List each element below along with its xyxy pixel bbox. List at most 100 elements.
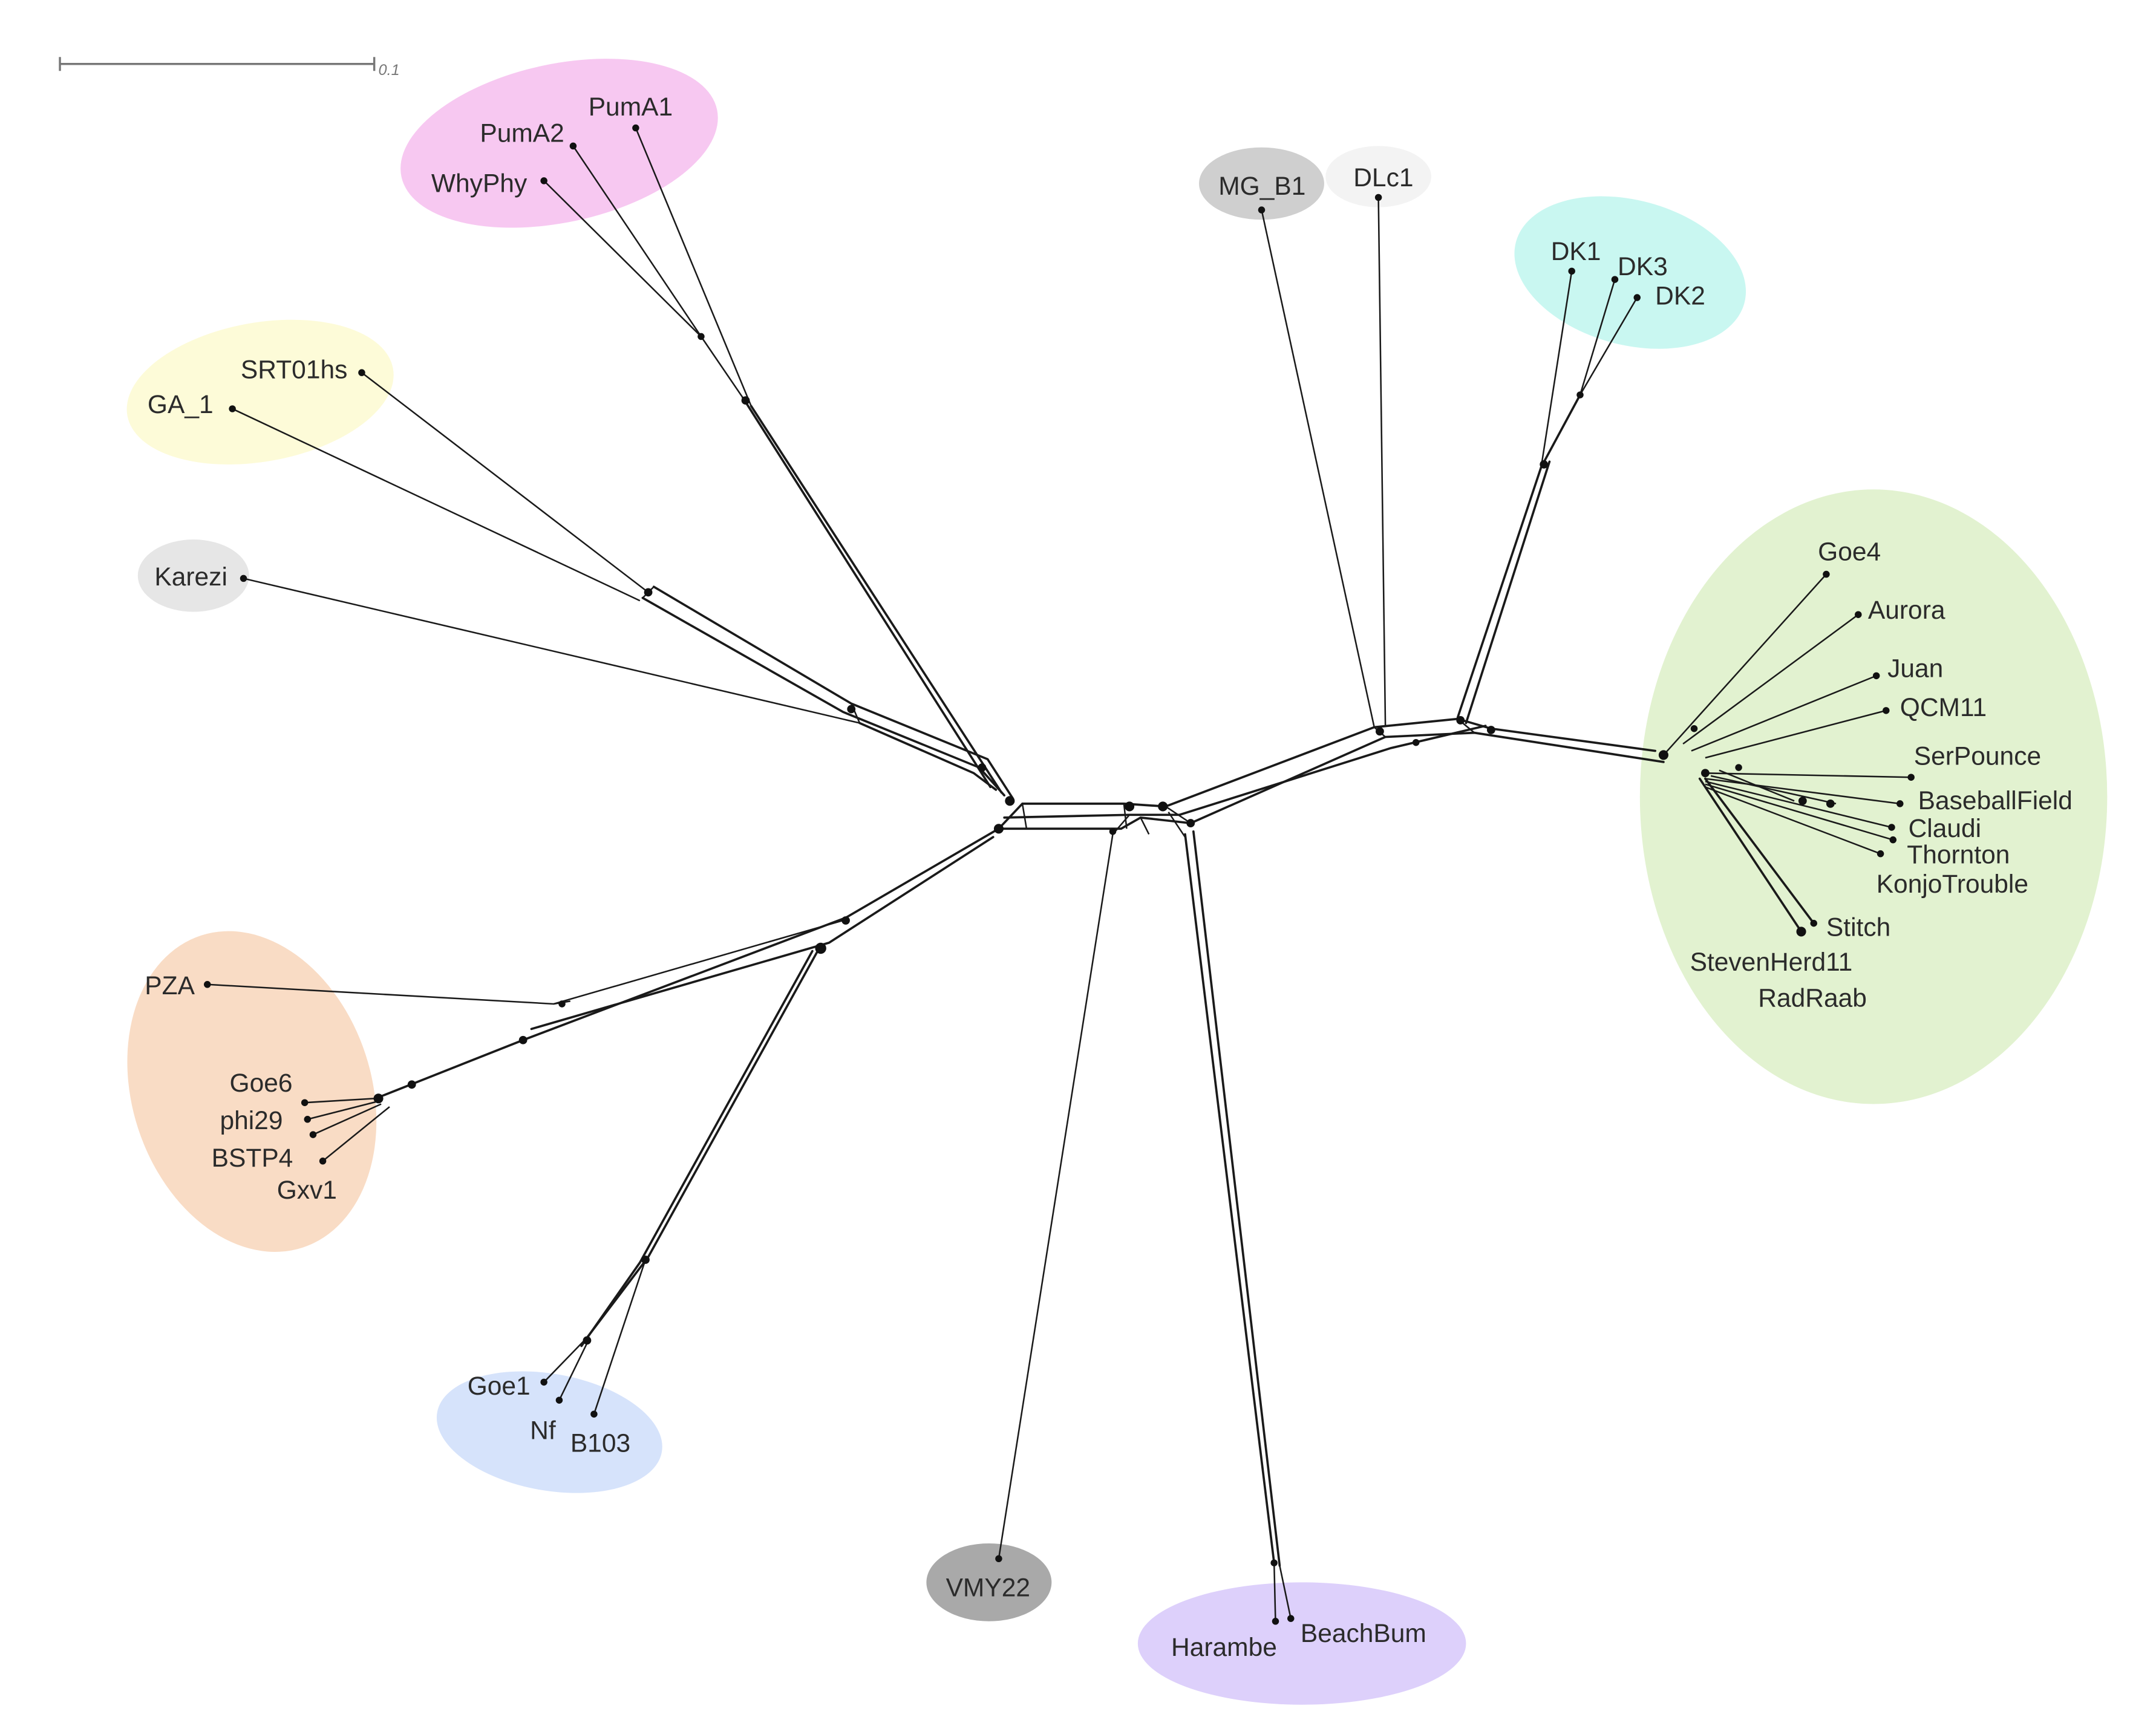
tip-node xyxy=(1272,1618,1279,1625)
tip-node xyxy=(301,1099,309,1106)
tip-node xyxy=(1810,919,1817,927)
cluster-green xyxy=(1639,489,2108,1104)
taxon-label-harambe: Harambe xyxy=(1171,1633,1277,1662)
tip-node xyxy=(1855,611,1862,618)
taxon-label-baseballfield: BaseballField xyxy=(1918,786,2073,815)
internal-node xyxy=(644,588,653,597)
tip-node xyxy=(1796,927,1806,937)
cluster-vmy22 xyxy=(926,1543,1052,1621)
scale-bar-label: 0.1 xyxy=(379,62,400,79)
taxon-label-pza: PZA xyxy=(145,971,195,1000)
clade-green xyxy=(1662,573,1912,933)
taxon-label-b103: B103 xyxy=(570,1428,630,1458)
taxon-label-phi29: phi29 xyxy=(220,1106,283,1135)
tip-node xyxy=(319,1158,327,1165)
tip-node xyxy=(1823,570,1830,578)
internal-node xyxy=(1412,738,1420,746)
internal-node xyxy=(1005,796,1015,806)
internal-node xyxy=(1690,725,1698,732)
node-markers xyxy=(204,124,1915,1625)
tip-node xyxy=(240,575,247,582)
taxon-label-puma1: PumA1 xyxy=(589,93,673,122)
cluster-mgb1 xyxy=(1199,147,1324,220)
internal-node xyxy=(1735,764,1742,771)
internal-node xyxy=(407,1080,416,1089)
cluster-orange xyxy=(127,931,377,1252)
internal-node xyxy=(1270,1559,1278,1566)
clade-bottom xyxy=(998,830,1292,1621)
taxon-label-qcm11: QCM11 xyxy=(1900,693,1987,722)
taxon-label-ga1: GA_1 xyxy=(148,390,214,419)
cluster-purple xyxy=(1137,1582,1466,1705)
taxon-label-whyphy: WhyPhy xyxy=(431,169,528,198)
tip-node xyxy=(540,1378,547,1386)
clade-top-center xyxy=(1261,197,1387,728)
tip-node xyxy=(1896,800,1904,807)
taxon-label-aurora: Aurora xyxy=(1868,596,1945,625)
tip-node xyxy=(1258,206,1266,213)
internal-node xyxy=(1109,828,1117,835)
internal-node xyxy=(815,942,826,954)
taxon-labels: PumA1 PumA2 WhyPhy SRT01hs GA_1 Karezi M… xyxy=(145,93,2073,1662)
tip-node xyxy=(590,1410,598,1418)
taxon-label-juan: Juan xyxy=(1887,654,1943,683)
tip-node xyxy=(1611,276,1619,283)
tip-node xyxy=(632,124,639,132)
tip-node xyxy=(555,1396,563,1404)
tip-node xyxy=(995,1555,1002,1563)
taxon-label-puma2: PumA2 xyxy=(480,119,564,148)
internal-node xyxy=(1798,796,1807,806)
taxon-label-stitch: Stitch xyxy=(1826,913,1890,942)
tip-node xyxy=(540,177,547,184)
tip-node xyxy=(1287,1615,1295,1622)
tip-node xyxy=(358,369,365,376)
internal-node xyxy=(993,824,1004,834)
internal-node xyxy=(841,916,850,925)
internal-node xyxy=(741,396,750,405)
tip-node xyxy=(569,142,577,150)
taxon-label-bstp4: BSTP4 xyxy=(212,1144,293,1173)
internal-node xyxy=(1125,801,1135,812)
taxon-label-dlc1: DLc1 xyxy=(1353,163,1413,192)
internal-node xyxy=(1486,726,1495,734)
internal-node xyxy=(518,1035,528,1044)
cluster-dlc1 xyxy=(1325,146,1431,207)
internal-node xyxy=(1158,801,1168,812)
internal-node xyxy=(1576,391,1584,399)
tip-node xyxy=(1374,194,1382,201)
taxon-label-claudi: Claudi xyxy=(1909,814,1982,843)
tip-node xyxy=(1872,672,1880,680)
cluster-yellow xyxy=(126,319,394,464)
taxon-label-gxv1: Gxv1 xyxy=(277,1176,337,1205)
cluster-cyan xyxy=(1514,196,1746,349)
taxon-label-radraab: RadRaab xyxy=(1758,984,1867,1013)
taxon-label-dk2: DK2 xyxy=(1655,282,1705,311)
internal-node xyxy=(558,1000,566,1008)
internal-node xyxy=(1826,799,1835,808)
taxon-label-konjotrouble: KonjoTrouble xyxy=(1877,870,2028,899)
taxon-label-dk1: DK1 xyxy=(1551,237,1601,266)
tip-node xyxy=(229,405,236,412)
internal-node xyxy=(697,333,705,340)
tip-node xyxy=(1907,774,1915,781)
internal-node xyxy=(373,1093,384,1104)
network-core xyxy=(998,717,1665,838)
taxon-label-mgb1: MG_B1 xyxy=(1218,172,1305,201)
tip-node xyxy=(304,1116,312,1123)
internal-node xyxy=(1658,750,1668,760)
tip-node xyxy=(1568,267,1575,275)
tip-node xyxy=(309,1131,317,1138)
cluster-pink xyxy=(400,59,718,228)
internal-node xyxy=(978,763,987,772)
internal-node xyxy=(583,1336,592,1345)
internal-node xyxy=(1186,819,1195,827)
tip-node xyxy=(1877,850,1884,858)
taxon-label-beachbum: BeachBum xyxy=(1301,1619,1426,1648)
cluster-karezi xyxy=(137,539,249,612)
tip-node xyxy=(1883,707,1890,714)
taxon-label-thornton: Thornton xyxy=(1907,841,2010,870)
taxon-label-nf: Nf xyxy=(530,1416,556,1445)
internal-node xyxy=(1376,727,1384,736)
taxon-label-serpounce: SerPounce xyxy=(1914,742,2041,771)
